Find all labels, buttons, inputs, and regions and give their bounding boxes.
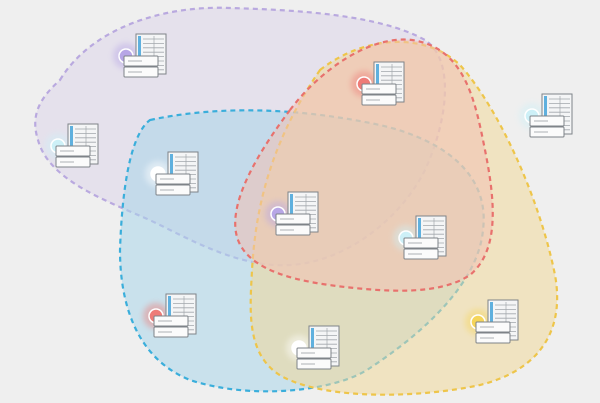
nodes-layer <box>45 33 573 370</box>
rack-accent <box>138 36 141 72</box>
server-node-7[interactable] <box>393 215 447 260</box>
server-node-9[interactable] <box>286 325 340 370</box>
drive-units-icon <box>296 347 332 370</box>
rack-accent <box>418 218 421 254</box>
drive-units-icon <box>153 315 189 338</box>
drive-units-icon <box>123 55 159 78</box>
drive-units-icon <box>275 213 311 236</box>
rack-accent <box>70 126 73 162</box>
server-node-4[interactable] <box>45 123 99 168</box>
rack-accent <box>290 194 293 230</box>
drive-units-icon <box>361 83 397 106</box>
server-node-8[interactable] <box>143 293 197 338</box>
drive-units-icon <box>475 321 511 344</box>
server-node-3[interactable] <box>519 93 573 138</box>
rack-accent <box>168 296 171 332</box>
rack-accent <box>170 154 173 190</box>
server-node-10[interactable] <box>465 299 519 344</box>
drive-units-icon <box>529 115 565 138</box>
rack-accent <box>490 302 493 338</box>
rack-accent <box>544 96 547 132</box>
server-node-5[interactable] <box>145 151 199 196</box>
server-node-2[interactable] <box>351 61 405 106</box>
drive-units-icon <box>155 173 191 196</box>
server-node-1[interactable] <box>113 33 167 78</box>
rack-accent <box>311 328 314 364</box>
server-node-6[interactable] <box>265 191 319 236</box>
rack-accent <box>376 64 379 100</box>
drive-units-icon <box>403 237 439 260</box>
drive-units-icon <box>55 145 91 168</box>
